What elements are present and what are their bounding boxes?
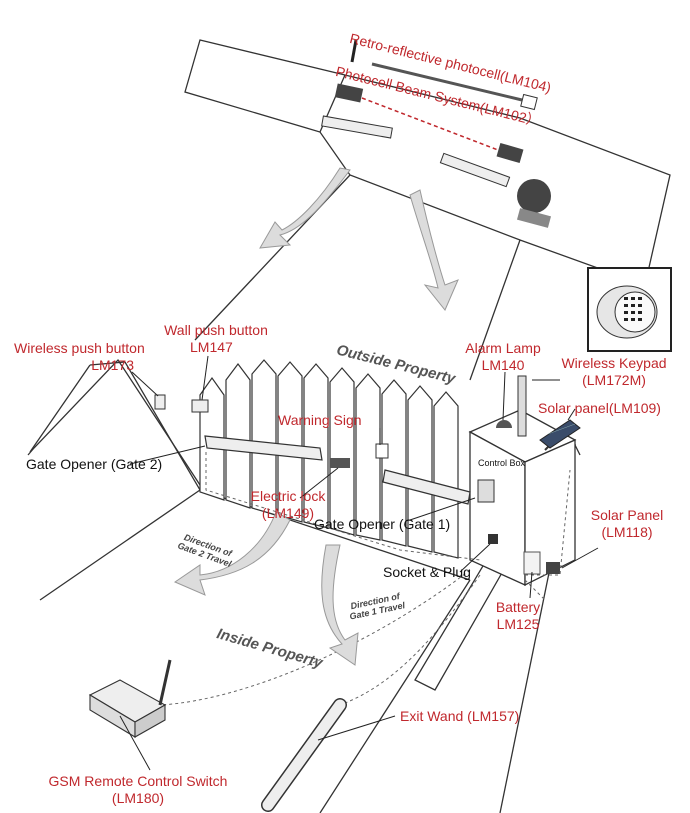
solar-panel-lm118-label: Solar Panel (LM118) — [584, 507, 670, 541]
solar-charger-device — [546, 562, 560, 574]
retro-photocell-beam — [371, 62, 523, 102]
photocell-right — [496, 142, 524, 164]
alarm-lamp-device — [496, 420, 512, 428]
wireless-push-button-name: Wireless push button — [14, 340, 145, 356]
solar-panel-lm109-device — [539, 419, 581, 451]
retro-photocell-bar — [350, 39, 358, 63]
control-box-pillar — [468, 409, 577, 587]
gate-opener-2-label: Gate Opener (Gate 2) — [26, 456, 163, 472]
wireless-keypad-label: Wireless Keypad (LM172M) — [552, 355, 676, 389]
gate-opener-1-label: Gate Opener (Gate 1) — [314, 516, 451, 532]
road-marker — [516, 208, 552, 228]
gate-post-cap — [517, 179, 551, 213]
wireless-keypad-name: Wireless Keypad — [561, 355, 667, 371]
leader-lines — [119, 355, 599, 771]
gsm-device — [88, 659, 172, 738]
photocell-beam — [361, 97, 499, 151]
wall-push-button-label: Wall push button LM147 — [155, 322, 277, 356]
battery-code: LM125 — [496, 616, 540, 632]
gsm-switch-name: GSM Remote Control Switch — [48, 773, 228, 789]
retro-reflector — [520, 93, 538, 111]
wall-push-button-name: Wall push button — [164, 322, 268, 338]
gate-opener-arms — [204, 435, 471, 505]
wiring — [159, 452, 571, 706]
solar-panel-lm118-code: (LM118) — [601, 524, 653, 540]
wall-push-button-code: LM147 — [190, 339, 233, 355]
alarm-lamp-code: LM140 — [481, 357, 525, 373]
keypad-pole — [517, 375, 527, 437]
outside-swing-arrows — [259, 167, 459, 311]
warning-sign-device — [375, 443, 389, 459]
gsm-switch-label: GSM Remote Control Switch (LM180) — [36, 773, 240, 807]
exit-wand-device — [261, 698, 347, 812]
wireless-keypad-code: (LM172M) — [582, 372, 646, 388]
electric-lock-label: Electric lock (LM149) — [242, 488, 334, 522]
battery-name: Battery — [495, 599, 541, 615]
wireless-push-button-code: LM173 — [91, 357, 134, 373]
electric-lock-device — [330, 458, 350, 468]
solar-panel-lm109-label: Solar panel(LM109) — [538, 400, 661, 416]
wireless-push-button-device — [154, 394, 166, 410]
control-box-device — [477, 479, 495, 503]
electric-lock-code: (LM149) — [261, 505, 315, 521]
exit-wand-label: Exit Wand (LM157) — [400, 708, 520, 724]
alarm-lamp-name: Alarm Lamp — [465, 340, 541, 356]
battery-device — [523, 551, 541, 575]
wireless-push-button-label: Wireless push button LM173 — [14, 340, 162, 374]
battery-label: Battery LM125 — [488, 599, 548, 633]
socket-device — [488, 534, 498, 544]
wall-push-button-device — [191, 399, 209, 413]
keypad-inset — [587, 267, 672, 352]
alarm-lamp-label: Alarm Lamp LM140 — [455, 340, 551, 374]
warning-sign-label: Warning Sign — [278, 412, 362, 428]
control-box-label: Control Box — [478, 458, 526, 468]
inside-swing-arrows — [173, 511, 359, 666]
top-gate-arms — [321, 115, 511, 188]
photocell-left — [334, 83, 364, 103]
fence — [199, 359, 459, 559]
socket-plug-label: Socket & Plug — [383, 564, 471, 580]
electric-lock-name: Electric lock — [250, 488, 326, 504]
gsm-switch-code: (LM180) — [111, 790, 165, 806]
solar-panel-lm118-name: Solar Panel — [590, 507, 664, 523]
